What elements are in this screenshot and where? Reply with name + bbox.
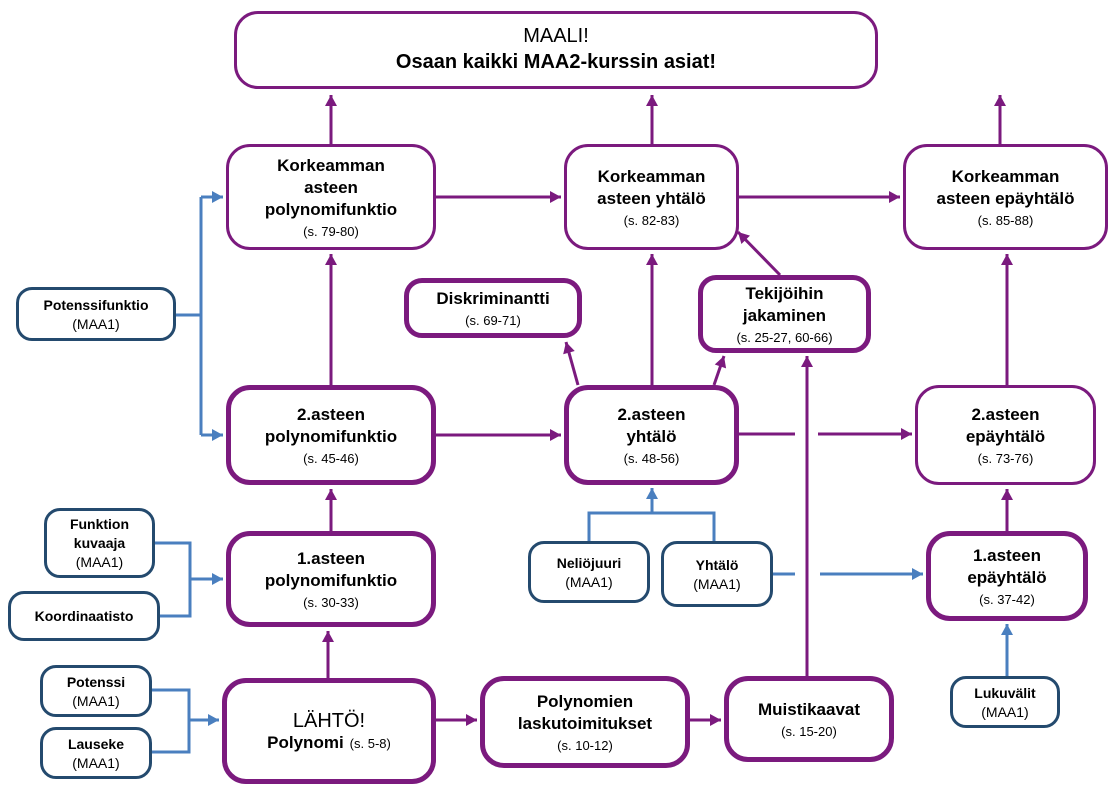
node-lahto-polynomi: LÄHTÖ! Polynomi (s. 5-8)	[222, 678, 436, 784]
start-title: Polynomi	[267, 733, 344, 752]
node-2-asteen-polynomifunktio: 2.asteen polynomifunktio (s. 45-46)	[226, 385, 436, 485]
node-pages: (s. 30-33)	[303, 594, 359, 610]
node-title: Korkeamman asteen epäyhtälö	[936, 166, 1075, 208]
node-pages: (s. 25-27, 60-66)	[736, 329, 833, 345]
prereq-potenssi: Potenssi (MAA1)	[40, 665, 152, 717]
prereq-title: Potenssi	[66, 673, 126, 690]
node-title: 1.asteen epäyhtälö	[967, 545, 1047, 587]
arrowhead	[1001, 624, 1013, 635]
prereq-note: (MAA1)	[75, 554, 124, 570]
node-pages: (s. 15-20)	[781, 723, 837, 739]
arrowhead	[322, 631, 334, 642]
node-title: 2.asteen yhtälö	[617, 404, 686, 446]
arrowhead	[889, 191, 900, 203]
node-korkeamman-epayhtalo: Korkeamman asteen epäyhtälö (s. 85-88)	[903, 144, 1108, 250]
node-2-asteen-epayhtalo: 2.asteen epäyhtälö (s. 73-76)	[915, 385, 1096, 485]
node-pages: (s. 73-76)	[977, 450, 1034, 466]
start-pages: (s. 5-8)	[349, 736, 391, 751]
node-pages: (s. 37-42)	[979, 591, 1035, 607]
node-2-asteen-yhtalo: 2.asteen yhtälö (s. 48-56)	[564, 385, 739, 485]
node-pages: (s. 45-46)	[303, 450, 359, 466]
node-title: Tekijöihin jakaminen	[742, 283, 827, 325]
arrowhead	[212, 429, 223, 441]
prereq-note: (MAA1)	[72, 315, 120, 332]
prereq-neliojuuri: Neliöjuuri (MAA1)	[528, 541, 650, 603]
arrowhead	[325, 254, 337, 265]
node-pages: (s. 79-80)	[303, 223, 359, 239]
prereq-title: Potenssifunktio	[43, 296, 149, 313]
prereq-title: Neliöjuuri	[556, 554, 622, 571]
prereq-note: (MAA1)	[72, 754, 120, 771]
node-title: Polynomien laskutoimitukset	[517, 691, 653, 733]
arrowhead	[646, 254, 658, 265]
prereq-title: Funktion kuvaaja	[69, 516, 130, 551]
node-muistikaavat: Muistikaavat (s. 15-20)	[724, 676, 894, 762]
connector-line	[587, 511, 716, 541]
node-1-asteen-polynomifunktio: 1.asteen polynomifunktio (s. 30-33)	[226, 531, 436, 627]
arrowhead	[325, 489, 337, 500]
prereq-lauseke: Lauseke (MAA1)	[40, 727, 152, 779]
arrowhead	[212, 573, 223, 585]
arrowhead	[710, 714, 721, 726]
node-diskriminantti: Diskriminantti (s. 69-71)	[404, 278, 582, 338]
node-title: Diskriminantti	[436, 288, 550, 308]
arrowhead	[550, 191, 561, 203]
prereq-note: (MAA1)	[693, 575, 741, 592]
arrowhead	[901, 428, 912, 440]
prereq-lukuvalit: Lukuvälit (MAA1)	[950, 676, 1060, 728]
arrowhead	[994, 95, 1006, 106]
node-title: 2.asteen epäyhtälö	[965, 404, 1046, 446]
start-row: Polynomi (s. 5-8)	[267, 733, 391, 753]
prereq-koordinaatisto: Koordinaatisto	[8, 591, 160, 641]
node-title: Muistikaavat	[757, 699, 861, 719]
arrowhead	[801, 356, 813, 367]
prereq-note: (MAA1)	[72, 692, 120, 709]
node-pages: (s. 10-12)	[557, 737, 613, 753]
arrowhead	[646, 488, 658, 499]
start-heading: LÄHTÖ!	[292, 710, 366, 732]
prereq-note: (MAA1)	[565, 573, 613, 590]
arrowhead	[563, 342, 575, 355]
node-pages: (s. 82-83)	[623, 212, 680, 228]
arrowhead	[912, 568, 923, 580]
prereq-title: Lauseke	[67, 735, 125, 752]
node-tekijoihin-jakaminen: Tekijöihin jakaminen (s. 25-27, 60-66)	[698, 275, 871, 353]
arrowhead	[212, 191, 223, 203]
arrowhead	[208, 714, 219, 726]
node-korkeamman-polynomifunktio: Korkeamman asteen polynomifunktio (s. 79…	[226, 144, 436, 250]
node-title: 1.asteen polynomifunktio	[264, 548, 398, 590]
arrowhead	[550, 429, 561, 441]
arrowhead	[738, 232, 750, 245]
prereq-note: (MAA1)	[981, 703, 1029, 720]
node-title: Korkeamman asteen polynomifunktio	[264, 155, 398, 219]
arrowhead	[1001, 254, 1013, 265]
node-pages: (s. 85-88)	[977, 212, 1034, 228]
arrowhead	[646, 95, 658, 106]
goal-heading: MAALI!	[523, 25, 589, 47]
arrowhead	[714, 356, 727, 369]
arrowhead	[466, 714, 477, 726]
node-title: 2.asteen polynomifunktio	[264, 404, 398, 446]
goal-box: MAALI! Osaan kaikki MAA2-kurssin asiat!	[234, 11, 878, 89]
connector-line	[155, 541, 192, 618]
node-korkeamman-yhtalo: Korkeamman asteen yhtälö (s. 82-83)	[564, 144, 739, 250]
prereq-title: Lukuvälit	[974, 684, 1036, 701]
prereq-funktion-kuvaaja: Funktion kuvaaja (MAA1)	[44, 508, 155, 578]
connector-line	[152, 688, 191, 754]
node-1-asteen-epayhtalo: 1.asteen epäyhtälö (s. 37-42)	[926, 531, 1088, 621]
prereq-yhtalo: Yhtälö (MAA1)	[661, 541, 773, 607]
node-pages: (s. 48-56)	[623, 450, 680, 466]
prereq-title: Yhtälö	[695, 556, 739, 573]
arrowhead	[1001, 489, 1013, 500]
goal-statement: Osaan kaikki MAA2-kurssin asiat!	[395, 51, 717, 73]
prereq-potenssifunktio: Potenssifunktio (MAA1)	[16, 287, 176, 341]
arrowhead	[325, 95, 337, 106]
prereq-title: Koordinaatisto	[34, 607, 134, 624]
node-pages: (s. 69-71)	[465, 312, 521, 328]
node-polynomien-laskutoimitukset: Polynomien laskutoimitukset (s. 10-12)	[480, 676, 690, 768]
node-title: Korkeamman asteen yhtälö	[597, 166, 706, 208]
